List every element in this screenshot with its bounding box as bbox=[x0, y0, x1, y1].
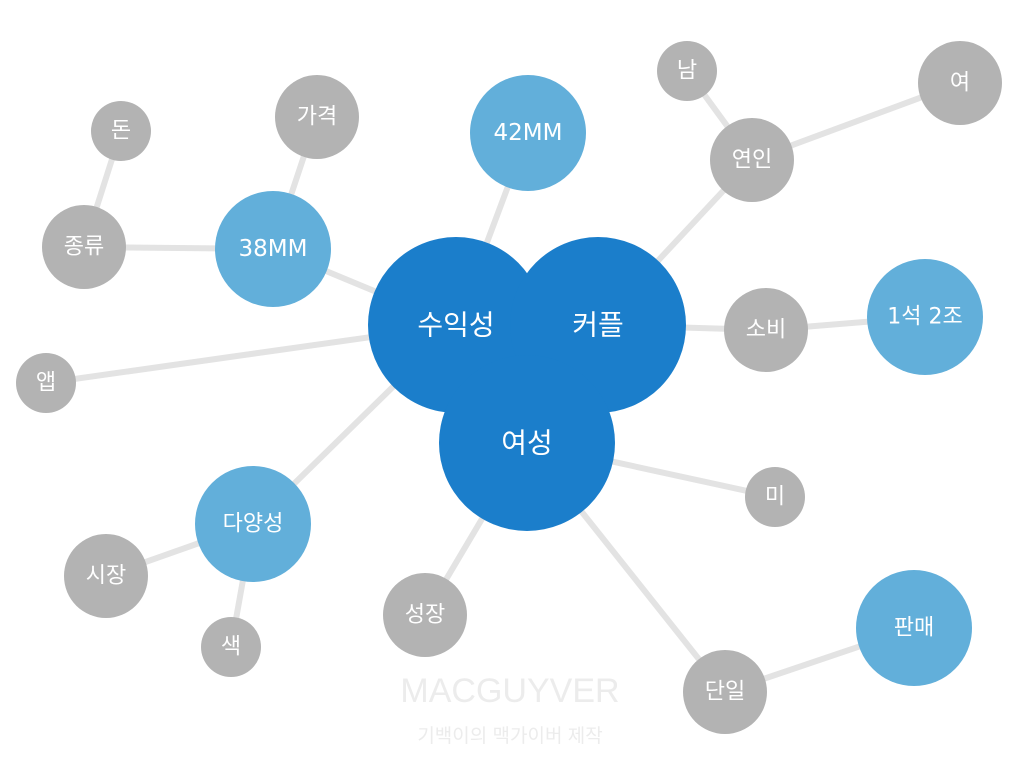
node-price[interactable]: 가격 bbox=[275, 75, 359, 159]
node-beauty-circle bbox=[745, 467, 805, 527]
node-n42mm-label: 42MM bbox=[494, 120, 563, 146]
node-app-label: 앱 bbox=[36, 371, 56, 396]
node-sales[interactable]: 판매 bbox=[856, 570, 972, 686]
node-male-label: 남 bbox=[677, 59, 697, 84]
node-couple-label: 커플 bbox=[572, 309, 624, 342]
node-diversity[interactable]: 다양성 bbox=[195, 466, 311, 582]
node-growth-circle bbox=[383, 573, 467, 657]
node-twobird-circle bbox=[867, 259, 983, 375]
node-consume-circle bbox=[724, 288, 808, 372]
node-n38mm[interactable]: 38MM bbox=[215, 191, 331, 307]
node-color[interactable]: 색 bbox=[201, 617, 261, 677]
node-kind-circle bbox=[42, 205, 126, 289]
node-single-circle bbox=[683, 650, 767, 734]
node-money-label: 돈 bbox=[111, 119, 131, 144]
node-twobird-label: 1석 2조 bbox=[887, 305, 962, 330]
watermark-brand: MACGUYVER bbox=[400, 672, 619, 710]
node-growth[interactable]: 성장 bbox=[383, 573, 467, 657]
node-n38mm-circle bbox=[215, 191, 331, 307]
node-market-circle bbox=[64, 534, 148, 618]
watermark: MACGUYVER 기백이의 맥가이버 제작 bbox=[400, 672, 619, 747]
node-lover-circle bbox=[710, 118, 794, 202]
node-n38mm-label: 38MM bbox=[239, 236, 308, 262]
node-color-label: 색 bbox=[221, 635, 241, 660]
node-market[interactable]: 시장 bbox=[64, 534, 148, 618]
node-male[interactable]: 남 bbox=[657, 41, 717, 101]
node-consume[interactable]: 소비 bbox=[724, 288, 808, 372]
node-consume-label: 소비 bbox=[746, 318, 786, 343]
node-fem-label: 여 bbox=[950, 71, 970, 96]
node-kind-label: 종류 bbox=[64, 235, 104, 260]
node-beauty-label: 미 bbox=[765, 485, 785, 510]
node-diversity-label: 다양성 bbox=[223, 512, 284, 537]
node-app-circle bbox=[16, 353, 76, 413]
node-growth-label: 성장 bbox=[405, 603, 445, 628]
node-fem[interactable]: 여 bbox=[918, 41, 1002, 125]
node-lover[interactable]: 연인 bbox=[710, 118, 794, 202]
node-sales-circle bbox=[856, 570, 972, 686]
node-market-label: 시장 bbox=[86, 564, 126, 589]
node-kind[interactable]: 종류 bbox=[42, 205, 126, 289]
node-beauty[interactable]: 미 bbox=[745, 467, 805, 527]
node-sales-label: 판매 bbox=[894, 616, 934, 641]
node-n42mm[interactable]: 42MM bbox=[470, 75, 586, 191]
node-lover-label: 연인 bbox=[732, 148, 772, 173]
watermark-credit: 기백이의 맥가이버 제작 bbox=[417, 725, 602, 747]
node-price-circle bbox=[275, 75, 359, 159]
node-money[interactable]: 돈 bbox=[91, 101, 151, 161]
node-app[interactable]: 앱 bbox=[16, 353, 76, 413]
node-single-label: 단일 bbox=[705, 680, 745, 705]
node-profit-label: 수익성 bbox=[417, 309, 494, 342]
node-fem-circle bbox=[918, 41, 1002, 125]
node-male-circle bbox=[657, 41, 717, 101]
node-color-circle bbox=[201, 617, 261, 677]
node-n42mm-circle bbox=[470, 75, 586, 191]
node-female-label: 여성 bbox=[501, 427, 553, 460]
node-diversity-circle bbox=[195, 466, 311, 582]
node-twobird[interactable]: 1석 2조 bbox=[867, 259, 983, 375]
node-female[interactable] bbox=[439, 355, 615, 531]
node-single[interactable]: 단일 bbox=[683, 650, 767, 734]
node-price-label: 가격 bbox=[297, 105, 337, 130]
node-female-circle bbox=[439, 355, 615, 531]
node-money-circle bbox=[91, 101, 151, 161]
